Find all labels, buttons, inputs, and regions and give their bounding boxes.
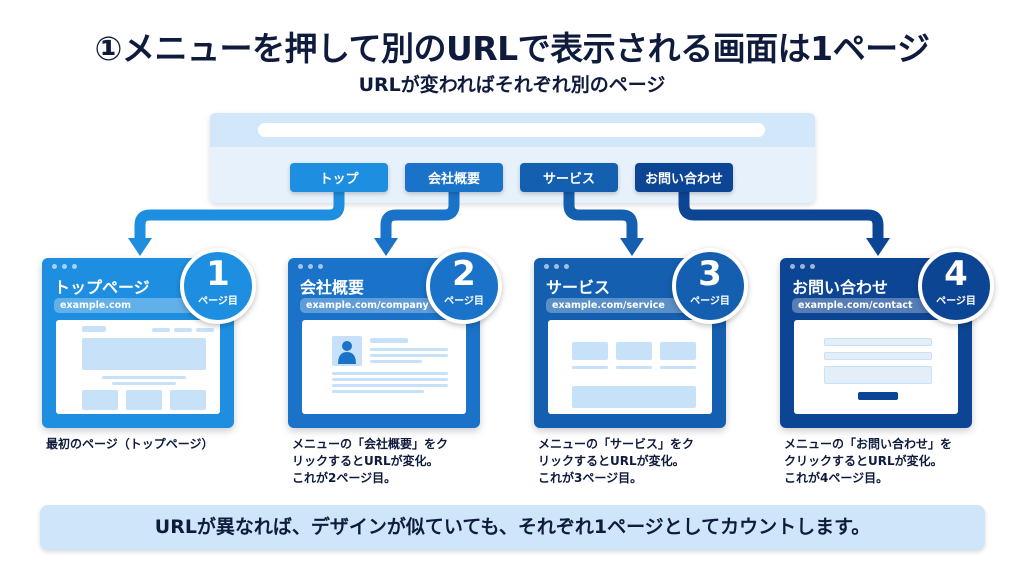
- address-bar: [258, 123, 765, 137]
- person-icon: [338, 340, 356, 368]
- badge-number: 1: [206, 254, 230, 294]
- wireframe-home: [56, 320, 220, 414]
- badge-number: 4: [944, 254, 968, 294]
- card-url: example.com: [54, 298, 204, 313]
- arrow-2: [380, 192, 460, 240]
- window-dots: [790, 264, 815, 269]
- page-card-top: トップページ example.com: [42, 258, 234, 428]
- description-4: メニューの「お問い合わせ」を クリックするとURLが変化。 これが4ページ目。: [784, 437, 953, 485]
- card-title: サービス: [546, 278, 611, 297]
- badge-label: ページ目: [198, 296, 238, 307]
- menu-button-top[interactable]: トップ: [290, 163, 388, 192]
- summary-banner: URLが異なれば、デザインが似ていても、それぞれ1ページとしてカウントします。: [40, 505, 985, 550]
- menu-button-service[interactable]: サービス: [520, 163, 618, 192]
- wireframe-form: [794, 320, 958, 414]
- card-url: example.com/service: [546, 298, 696, 313]
- card-title: 会社概要: [300, 278, 365, 297]
- badge-label: ページ目: [936, 296, 976, 307]
- window-dots: [52, 264, 77, 269]
- arrow-3: [563, 192, 638, 240]
- page-number-badge-2: 2 ページ目: [426, 248, 502, 324]
- arrowhead-1: [128, 238, 152, 256]
- page-number-badge-4: 4 ページ目: [918, 248, 994, 324]
- badge-label: ページ目: [690, 296, 730, 307]
- card-title: トップページ: [54, 278, 150, 297]
- badge-number: 3: [698, 254, 722, 294]
- arrow-1: [134, 192, 345, 240]
- arrowhead-2: [374, 238, 398, 256]
- page-card-service: サービス example.com/service: [534, 258, 726, 428]
- badge-label: ページ目: [444, 296, 484, 307]
- description-2: メニューの「会社概要」をク リックするとURLが変化。 これが2ページ目。: [292, 437, 449, 485]
- page-number-badge-1: 1 ページ目: [180, 248, 256, 324]
- card-url: example.com/company: [300, 298, 450, 313]
- wireframe-profile: [302, 320, 466, 414]
- menu-button-company[interactable]: 会社概要: [405, 163, 503, 192]
- page-number-badge-3: 3 ページ目: [672, 248, 748, 324]
- arrow-4: [678, 192, 884, 240]
- description-1: 最初のページ（トップページ）: [46, 437, 214, 451]
- window-dots: [298, 264, 323, 269]
- menu-button-contact[interactable]: お問い合わせ: [635, 163, 733, 192]
- arrowhead-4: [866, 238, 890, 256]
- card-title: お問い合わせ: [792, 278, 889, 297]
- window-dots: [544, 264, 569, 269]
- page-title: ①メニューを押して別のURLで表示される画面は1ページ: [94, 29, 931, 68]
- badge-number: 2: [452, 254, 476, 294]
- subtitle: URLが変わればそれぞれ別のページ: [358, 74, 666, 96]
- arrowhead-3: [620, 238, 644, 256]
- description-3: メニューの「サービス」をク リックするとURLが変化。 これが3ページ目。: [538, 437, 695, 485]
- card-url: example.com/contact: [792, 298, 942, 313]
- wireframe-service: [548, 320, 712, 414]
